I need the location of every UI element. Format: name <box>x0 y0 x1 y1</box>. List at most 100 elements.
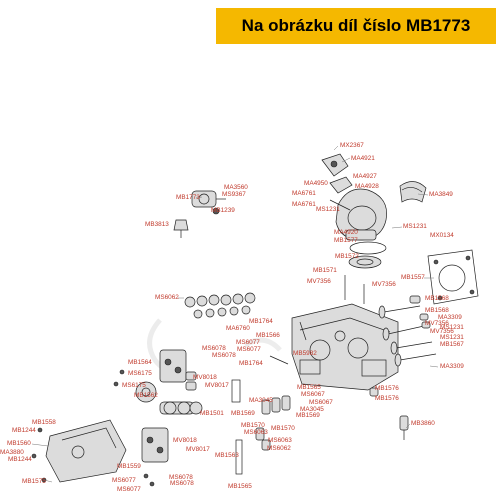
throttle-body-assembly <box>329 188 387 241</box>
cylinder-head-gasket <box>427 249 479 305</box>
part-label: MA4950 <box>304 180 328 187</box>
part-label: MA3880 <box>0 449 24 456</box>
part-label: MB3860 <box>411 420 435 427</box>
part-label: MA6761 <box>292 201 316 208</box>
thermostat-housing <box>191 190 226 215</box>
part-label: MV7356 <box>430 328 454 335</box>
part-label: MB1566 <box>256 332 280 339</box>
valve-springs-row <box>184 292 256 319</box>
part-label: MB1764 <box>249 318 273 325</box>
part-label: MB1559 <box>117 463 141 470</box>
part-label: MA3045 <box>249 397 273 404</box>
cam-sprocket <box>113 369 157 403</box>
part-label: MB1773 <box>176 194 200 201</box>
part-label: MB1570 <box>241 422 265 429</box>
throttle-sensor <box>321 153 353 194</box>
part-label: MB3813 <box>145 221 169 228</box>
part-label: MB1568 <box>425 295 449 302</box>
part-label: MS6078 <box>212 352 236 359</box>
part-label: MB1568 <box>425 307 449 314</box>
part-label: MV7356 <box>425 320 449 327</box>
page-title: Na obrázku díl číslo MB1773 <box>241 16 471 35</box>
part-label: MB1576 <box>375 395 399 402</box>
part-label: MB1239 <box>211 207 235 214</box>
part-label: MS6078 <box>169 474 193 481</box>
part-label: MS1231 <box>316 206 340 213</box>
part-label: MS6077 <box>117 486 141 493</box>
part-label: MV8018 <box>193 374 217 381</box>
part-label: MA4920 <box>334 229 358 236</box>
part-label: MV7356 <box>372 281 396 288</box>
part-label: MS6067 <box>309 399 333 406</box>
part-label: MS6077 <box>236 339 260 346</box>
part-label: MB1244 <box>12 427 36 434</box>
part-label: MV8017 <box>186 446 210 453</box>
cylinder-head <box>291 303 399 391</box>
part-label: MB1560 <box>7 440 31 447</box>
part-label: MS6063 <box>268 437 292 444</box>
sensor-part <box>173 219 189 238</box>
part-label: MS6067 <box>301 391 325 398</box>
part-label: MX2367 <box>340 142 364 149</box>
part-label: MA3309 <box>438 314 462 321</box>
part-label: MB1562 <box>134 392 158 399</box>
part-label: MS6175 <box>128 370 152 377</box>
valve-cover <box>31 419 127 483</box>
studs <box>269 275 365 365</box>
part-label: MB1501 <box>200 410 224 417</box>
valve-seals <box>409 295 431 329</box>
rocker-arm-assembly-lower <box>141 427 169 487</box>
part-label: MS1231 <box>440 324 464 331</box>
part-label: MV7356 <box>307 278 331 285</box>
part-label: MB1575 <box>22 478 46 485</box>
part-label: MB1557 <box>401 274 425 281</box>
spark-plug <box>369 387 409 440</box>
part-label: MB1571 <box>313 267 337 274</box>
part-label: MB5982 <box>293 350 317 357</box>
part-label: MA3309 <box>440 363 464 370</box>
part-label: MB1569 <box>231 410 255 417</box>
leader-lines <box>31 145 439 483</box>
part-label: MB1576 <box>375 385 399 392</box>
part-label: MA4927 <box>353 173 377 180</box>
part-label: MB1570 <box>271 425 295 432</box>
part-label: MS9367 <box>222 191 246 198</box>
part-label: MA3560 <box>224 184 248 191</box>
part-label: MB1565 <box>228 483 252 490</box>
part-label: MS6078 <box>170 480 194 487</box>
rocker-arm-assembly-upper <box>159 349 197 391</box>
part-label: MB1563 <box>215 452 239 459</box>
part-label: MA4921 <box>351 155 375 162</box>
part-label: MX0134 <box>430 232 454 239</box>
part-label: MB1764 <box>239 360 263 367</box>
part-label: MA6760 <box>226 325 250 332</box>
intake-clamp <box>399 181 427 203</box>
intake-gaskets <box>348 241 387 269</box>
part-label: MA4928 <box>355 183 379 190</box>
part-label: MB1577 <box>334 237 358 244</box>
part-label: MA3849 <box>429 191 453 198</box>
part-label: MB1564 <box>128 359 152 366</box>
part-label: MS1231 <box>440 334 464 341</box>
part-label: MS6078 <box>202 345 226 352</box>
part-label: MB1558 <box>32 419 56 426</box>
part-label: MS1231 <box>403 223 427 230</box>
part-label: MA6761 <box>292 190 316 197</box>
valves <box>378 305 437 367</box>
part-label: MS6062 <box>155 294 179 301</box>
part-label: MS6077 <box>112 477 136 484</box>
springs-lower <box>231 379 291 475</box>
camshaft <box>159 401 203 415</box>
part-label: MS6175 <box>122 382 146 389</box>
part-label: MB1567 <box>440 341 464 348</box>
title-banner: Na obrázku díl číslo MB1773 <box>216 8 496 44</box>
part-label: MS6062 <box>267 445 291 452</box>
part-label: MS6063 <box>244 429 268 436</box>
part-label: MA3045 <box>300 406 324 413</box>
part-label: MB1565 <box>297 384 321 391</box>
part-label: MB1569 <box>296 412 320 419</box>
part-label: MV8017 <box>205 382 229 389</box>
part-label: MB1244 <box>8 456 32 463</box>
